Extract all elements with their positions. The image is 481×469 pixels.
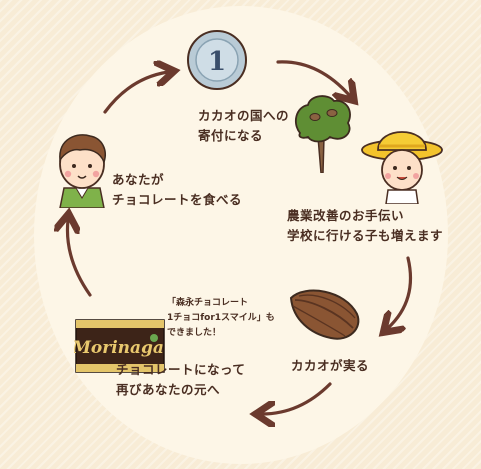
- svg-text:1: 1: [208, 47, 226, 77]
- step-label-cacao-grows: カカオが実る: [291, 358, 370, 373]
- tree-icon: [294, 95, 351, 173]
- step-label-donation: カカオの国への 寄付になる: [198, 108, 290, 143]
- arrow-you-to-coin: [103, 72, 168, 114]
- cacao-pod-icon: [289, 289, 360, 340]
- cycle-circle: [34, 6, 448, 464]
- arrow-chocolate-to-you: [67, 220, 92, 297]
- step-label-becomes-chocolate: チョコレートになって 再びあなたの元へ: [116, 362, 246, 397]
- chocolate-bar-icon: Morinaga: [74, 319, 165, 373]
- campaign-note: 「森永チョコレート 1チョコfor1スマイル」も できました！: [167, 298, 275, 338]
- arrow-cacao-to-chocolate: [262, 382, 332, 414]
- step-label-farming-support: 農業改善のお手伝い 学校に行ける子も増えます: [287, 208, 444, 243]
- child-hat-icon: [361, 131, 443, 204]
- arrow-coin-to-farm: [276, 60, 350, 96]
- person-icon: [59, 134, 106, 208]
- svg-text:Morinaga: Morinaga: [74, 338, 164, 358]
- coin-icon: 1: [187, 30, 247, 90]
- arrow-farm-to-cacao: [388, 256, 413, 328]
- step-label-you-eat: あなたが チョコレートを食べる: [112, 172, 243, 207]
